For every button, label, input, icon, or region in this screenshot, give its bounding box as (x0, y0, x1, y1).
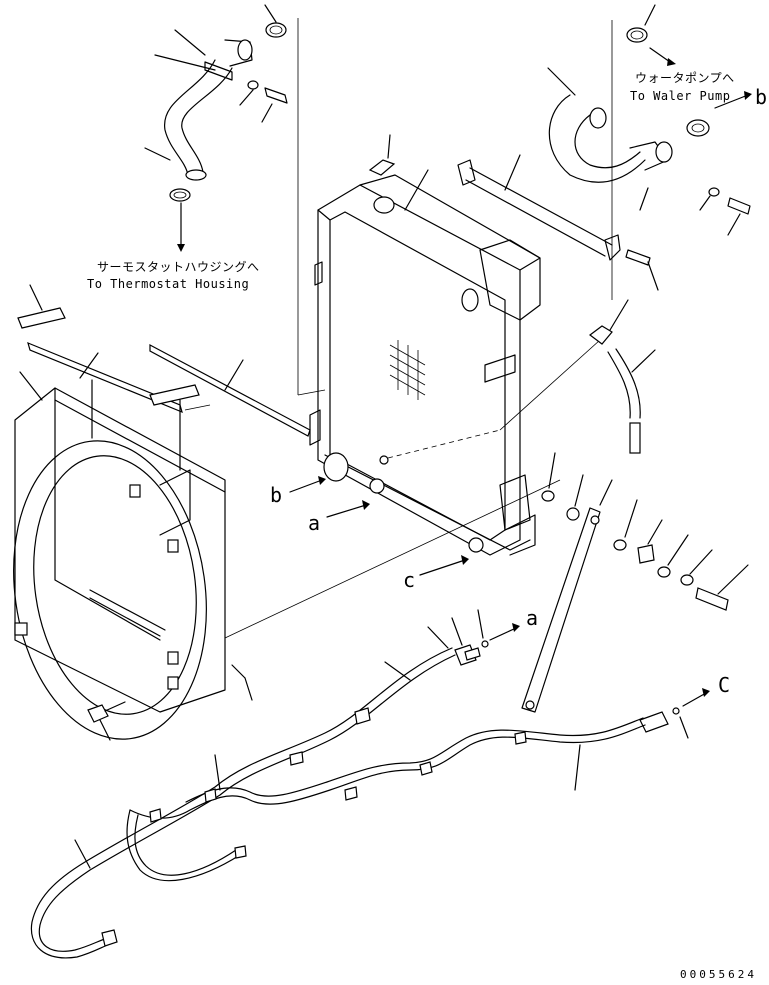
hose-clamp-lower (169, 188, 191, 202)
thermostat-housing-label-en: To Thermostat Housing (87, 277, 249, 291)
hose-clamp-top (264, 4, 287, 38)
drain-fitting-c: C (639, 673, 730, 739)
ref-a-left: a (308, 511, 320, 535)
lower-radiator-hose (548, 94, 673, 183)
ref-c-left: c (403, 568, 415, 592)
bolt-right (699, 187, 751, 236)
drain-hose (30, 647, 646, 959)
brace-stay (521, 479, 613, 713)
ref-b-right: b (755, 85, 767, 109)
support-rod (457, 154, 659, 291)
radiator-cap (368, 134, 429, 214)
seal-strips (17, 284, 311, 471)
ref-a-right: a (526, 606, 538, 630)
ref-b-left: b (270, 483, 282, 507)
small-strip (231, 664, 253, 701)
thermostat-housing-label-jp: サーモスタットハウジングへ (97, 260, 260, 274)
shroud-bolt (87, 479, 561, 741)
hose-clamp-right (686, 119, 710, 137)
hose-clamp-right-top (626, 4, 676, 66)
upper-radiator-hose (164, 39, 253, 181)
water-pump-label-en: To Waler Pump (630, 89, 730, 103)
overflow-hose (589, 299, 656, 454)
water-pump-label-jp: ウォータポンプへ (635, 71, 735, 85)
mounting-hardware (541, 452, 749, 611)
drain-fitting-a: a (427, 606, 538, 666)
drawing-code: 00055624 (680, 968, 757, 981)
bolt-top-left (239, 80, 288, 123)
ref-c-right: C (718, 673, 730, 697)
radiator-core (309, 174, 541, 556)
fan-shroud (13, 387, 226, 740)
